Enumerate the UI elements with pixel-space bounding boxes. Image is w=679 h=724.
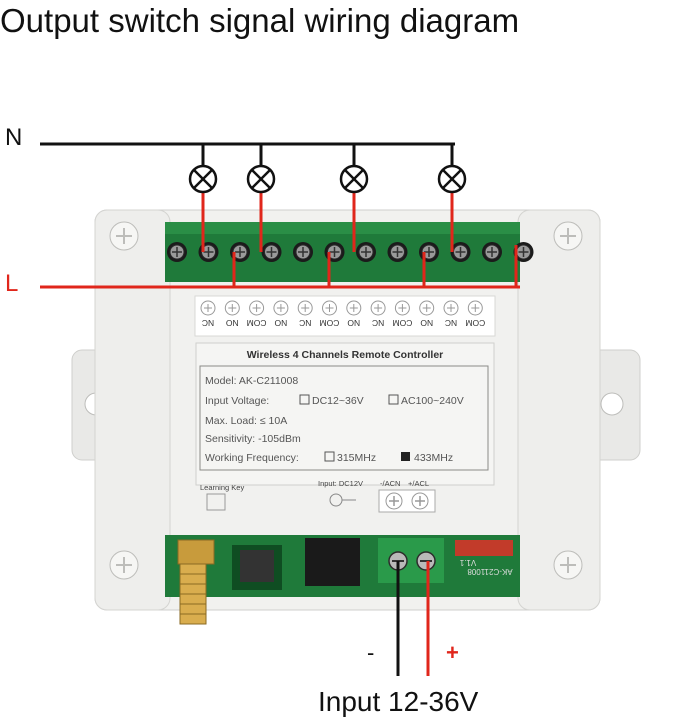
terminal-label: NC	[202, 318, 214, 328]
acn-label: -/ACN	[380, 479, 400, 488]
input-voltage-caption: Input 12-36V	[318, 686, 479, 717]
freq-option-315: 315MHz	[337, 452, 376, 464]
input-dc-label: Input: DC12V	[318, 479, 363, 488]
diagram-title: Output switch signal wiring diagram	[0, 2, 520, 39]
terminal-label-strip	[194, 295, 496, 337]
voltage-option-dc: DC12~36V	[312, 395, 364, 407]
panel-header: Wireless 4 Channels Remote Controller	[247, 349, 444, 361]
checkbox-ac	[388, 394, 399, 405]
terminal-label: NO	[347, 318, 360, 328]
terminal-label: NC	[372, 318, 384, 328]
dc-jack	[305, 538, 360, 586]
minus-label: -	[367, 640, 375, 665]
freq-option-433: 433MHz	[414, 452, 453, 464]
learning-key-button[interactable]	[206, 493, 226, 511]
terminal-label: COM	[247, 318, 267, 328]
lamps	[188, 144, 467, 252]
terminal-label: COM	[392, 318, 412, 328]
neutral-label: N	[5, 124, 23, 151]
input-voltage-label: Input Voltage:	[205, 395, 269, 407]
learning-key-label: Learning Key	[200, 483, 244, 492]
sensitivity-text: Sensitivity: -105dBm	[205, 433, 301, 445]
terminal-label: NO	[420, 318, 433, 328]
checkbox-433-filled	[401, 452, 410, 461]
terminal-label: COM	[465, 318, 485, 328]
model-text: Model: AK-C211008	[205, 375, 298, 387]
terminal-label: NC	[299, 318, 311, 328]
terminal-label: NC	[445, 318, 457, 328]
terminal-label: NO	[274, 318, 287, 328]
plus-label: +	[446, 640, 459, 665]
live-drops	[232, 245, 518, 287]
live-label: L	[5, 270, 19, 297]
terminal-label: COM	[320, 318, 340, 328]
frequency-label: Working Frequency:	[205, 452, 299, 464]
pcb-version-text: V1.1	[459, 558, 476, 567]
acl-label: +/ACL	[408, 479, 429, 488]
info-panel	[195, 342, 495, 486]
voltage-option-ac: AC100~240V	[401, 395, 464, 407]
checkbox-315	[324, 451, 335, 462]
terminal-label: NO	[226, 318, 239, 328]
terminal-screws	[167, 242, 534, 262]
max-load-text: Max. Load: ≤ 10A	[205, 415, 287, 427]
checkbox-dc	[299, 394, 310, 405]
antenna-connector	[177, 539, 215, 625]
pcb-board-text: AK-C211008	[467, 567, 513, 576]
terminal-labels: NC NO COM NO NC COM NO NC COM NO NC COM	[202, 318, 485, 328]
